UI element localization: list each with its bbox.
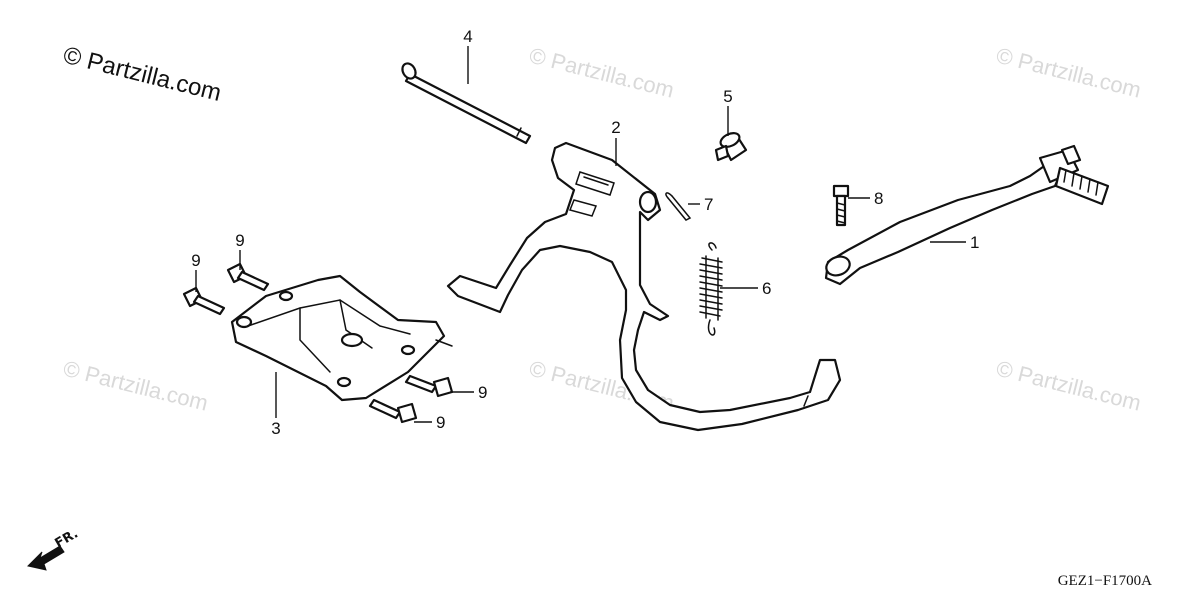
callout-8: 8 (874, 189, 883, 208)
front-label: FR. (53, 526, 81, 551)
callout-9-right: 9 (478, 383, 487, 402)
watermark-top-center: © Partzilla.com (527, 43, 677, 103)
callout-6: 6 (762, 279, 771, 298)
callout-1: 1 (970, 233, 979, 252)
part-stand-spring[interactable] (699, 242, 723, 336)
part-kick-starter-arm[interactable] (824, 144, 1110, 286)
part-stand-bracket[interactable] (230, 274, 453, 402)
diagram-code: GEZ1−F1700A (1058, 573, 1152, 589)
watermark-bottom-right: © Partzilla.com (994, 356, 1144, 416)
callout-9-bottom: 9 (436, 413, 445, 432)
watermark-top-right: © Partzilla.com (994, 43, 1144, 103)
watermark-bottom-left: © Partzilla.com (61, 356, 211, 416)
callout-9-top: 9 (235, 231, 244, 250)
part-bolt-b[interactable] (182, 286, 226, 316)
callout-5: 5 (723, 87, 732, 106)
part-kick-bolt[interactable] (832, 184, 850, 227)
callout-9-left: 9 (191, 251, 200, 270)
part-pivot-shaft[interactable] (400, 61, 532, 145)
leader-lines (195, 46, 966, 423)
part-bolt-a[interactable] (226, 262, 270, 292)
part-bolt-c[interactable] (404, 374, 454, 398)
part-bolt-d[interactable] (368, 398, 418, 424)
front-arrow-icon (27, 545, 65, 571)
part-main-stand[interactable] (446, 141, 842, 432)
part-stopper-rubber[interactable] (714, 130, 748, 162)
callout-3: 3 (271, 419, 280, 438)
part-cotter-pin[interactable] (665, 192, 692, 221)
callout-2: 2 (611, 118, 620, 137)
front-direction-marker: FR. (27, 526, 81, 571)
copyright-text: © Partzilla.com (61, 42, 224, 107)
callout-7: 7 (704, 195, 713, 214)
callout-4: 4 (463, 27, 472, 46)
